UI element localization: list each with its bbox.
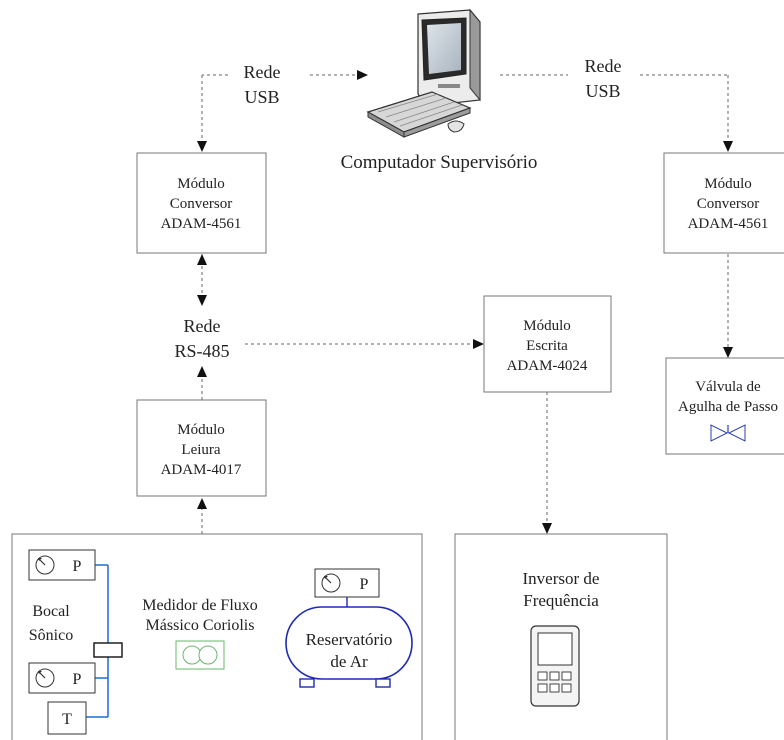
sensor-p-bottom-label: P (73, 671, 82, 688)
pressure-sensor-top: P (28, 549, 96, 581)
piping-lines (86, 564, 109, 718)
converter-module-left: Módulo Conversor ADAM-4561 (136, 152, 267, 254)
reader-module: Módulo Leiura ADAM-4017 (136, 399, 267, 497)
test-bench-box: P P T Bocal Sônico Medidor de Fluxo Máss… (11, 533, 423, 740)
converter-right-line1: Módulo (704, 176, 752, 192)
air-reservoir-icon: Reservatório de Ar (285, 606, 413, 688)
pressure-sensor-bottom: P (28, 662, 96, 694)
sonic-nozzle-icon (93, 642, 123, 658)
writer-line1: Módulo (523, 318, 571, 334)
computer-icon (366, 8, 481, 138)
reader-line1: Módulo (177, 422, 225, 438)
converter-module-right: Módulo Conversor ADAM-4561 (663, 152, 784, 254)
network-label-rs485-line2: RS-485 (174, 341, 229, 361)
valve-line2: Agulha de Passo (678, 399, 778, 415)
connection-lines (201, 74, 729, 534)
inverter-device-icon (530, 625, 580, 707)
converter-right-line2: Conversor (697, 196, 760, 212)
inverter-line1: Inversor de (523, 569, 600, 588)
nozzle-label-line1: Bocal (32, 603, 70, 620)
needle-valve-box: Válvula de Agulha de Passo (665, 357, 784, 455)
tank-label-line2: de Ar (330, 652, 368, 671)
pressure-sensor-tank: P (314, 568, 380, 607)
network-label-rs485-line1: Rede (184, 316, 221, 336)
arrow-heads (197, 70, 733, 534)
sensor-t-label: T (62, 711, 72, 728)
nozzle-label-line2: Sônico (29, 627, 73, 644)
inverter-line2: Frequência (523, 591, 599, 610)
coriolis-meter-icon (175, 640, 225, 670)
network-label-usb-right-line2: USB (585, 81, 620, 101)
network-label-usb-right-line1: Rede (585, 56, 622, 76)
converter-right-line3: ADAM-4561 (688, 216, 769, 232)
writer-module: Módulo Escrita ADAM-4024 (483, 295, 612, 393)
computer-label: Computador Supervisório (341, 152, 538, 173)
network-label-usb-left-line2: USB (244, 87, 279, 107)
meter-label-line2: Mássico Coriolis (146, 617, 255, 634)
frequency-inverter-box: Inversor de Frequência (454, 533, 668, 740)
valve-line1: Válvula de (695, 379, 761, 395)
network-label-usb-left-line1: Rede (244, 62, 281, 82)
converter-left-line2: Conversor (170, 196, 233, 212)
reader-line2: Leiura (181, 442, 220, 458)
converter-left-line3: ADAM-4561 (161, 216, 242, 232)
sensor-p-top-label: P (73, 558, 82, 575)
converter-left-line1: Módulo (177, 176, 225, 192)
tank-label-line1: Reservatório (306, 630, 393, 649)
reader-line3: ADAM-4017 (161, 462, 242, 478)
valve-icon (710, 424, 746, 442)
temperature-sensor: T (47, 701, 87, 735)
writer-line3: ADAM-4024 (507, 358, 588, 374)
sensor-p-tank-label: P (360, 576, 369, 593)
writer-line2: Escrita (526, 338, 568, 354)
meter-label-line1: Medidor de Fluxo (142, 597, 258, 614)
